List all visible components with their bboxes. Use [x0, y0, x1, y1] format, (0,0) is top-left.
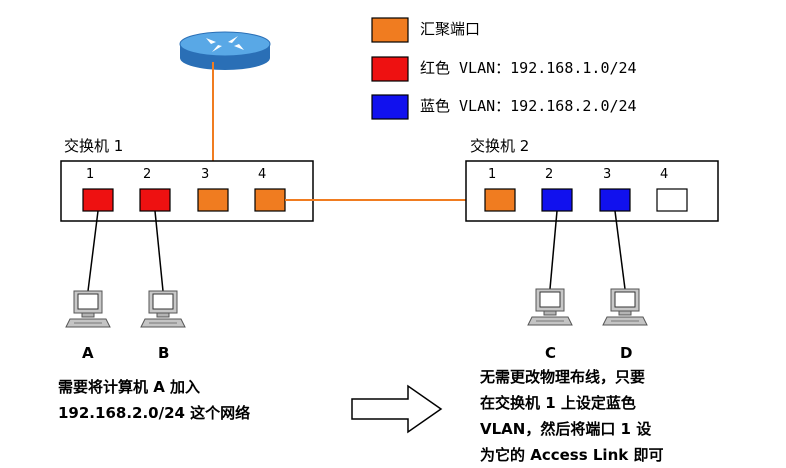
switch2-port-4[interactable] — [656, 188, 688, 212]
legend-red-swatch — [371, 56, 409, 82]
computer-b-label: B — [158, 344, 170, 362]
legend-aggregate-swatch — [371, 17, 409, 43]
cable-b — [154, 210, 164, 292]
switch2-port-2[interactable] — [541, 188, 573, 212]
switch2-port-3[interactable] — [599, 188, 631, 212]
switch2-port-1-number: 1 — [488, 167, 497, 182]
legend-blue-swatch — [371, 94, 409, 120]
computer-icon — [65, 290, 111, 328]
switch1-port-3[interactable] — [197, 188, 229, 212]
note-left-line2: 192.168.2.0/24 这个网络 — [58, 404, 251, 422]
switch2-port-1[interactable] — [484, 188, 516, 212]
computer-icon — [140, 290, 186, 328]
switch1-port-2-number: 2 — [143, 167, 152, 182]
switch1-port-1[interactable] — [82, 188, 114, 212]
switch2-port-3-number: 3 — [603, 167, 612, 182]
switch1-title: 交换机 1 — [64, 137, 124, 155]
legend-aggregate-label: 汇聚端口 — [420, 20, 481, 38]
note-left-line1: 需要将计算机 A 加入 — [58, 378, 201, 396]
note-right: 无需更改物理布线，只要 在交换机 1 上设定蓝色 VLAN，然后将端口 1 设 … — [480, 364, 663, 468]
note-right-line4: 为它的 Access Link 即可 — [480, 446, 664, 464]
switch2-port-2-number: 2 — [545, 167, 554, 182]
router-icon — [179, 31, 271, 70]
switch2-title: 交换机 2 — [470, 137, 530, 155]
computer-c-label: C — [545, 344, 557, 362]
cable-d — [614, 210, 626, 290]
cable-a — [87, 210, 99, 292]
note-right-line3: VLAN，然后将端口 1 设 — [480, 420, 652, 438]
computer-icon — [527, 288, 573, 326]
switch1-port-4[interactable] — [254, 188, 286, 212]
legend-blue-label: 蓝色 VLAN：192.168.2.0/24 — [420, 97, 637, 115]
switch2-port-4-number: 4 — [660, 167, 669, 182]
note-left: 需要将计算机 A 加入 192.168.2.0/24 这个网络 — [58, 374, 250, 426]
right-arrow-icon — [351, 384, 443, 434]
note-right-line1: 无需更改物理布线，只要 — [480, 368, 646, 386]
computer-d-label: D — [620, 344, 633, 362]
computer-a-label: A — [82, 344, 94, 362]
switch1-port-4-number: 4 — [258, 167, 267, 182]
switch1-port-3-number: 3 — [201, 167, 210, 182]
cable-c — [549, 210, 558, 290]
switch1-port-1-number: 1 — [86, 167, 95, 182]
switch1-port-2[interactable] — [139, 188, 171, 212]
computer-icon — [602, 288, 648, 326]
legend-red-label: 红色 VLAN：192.168.1.0/24 — [420, 59, 637, 77]
note-right-line2: 在交换机 1 上设定蓝色 — [480, 394, 636, 412]
